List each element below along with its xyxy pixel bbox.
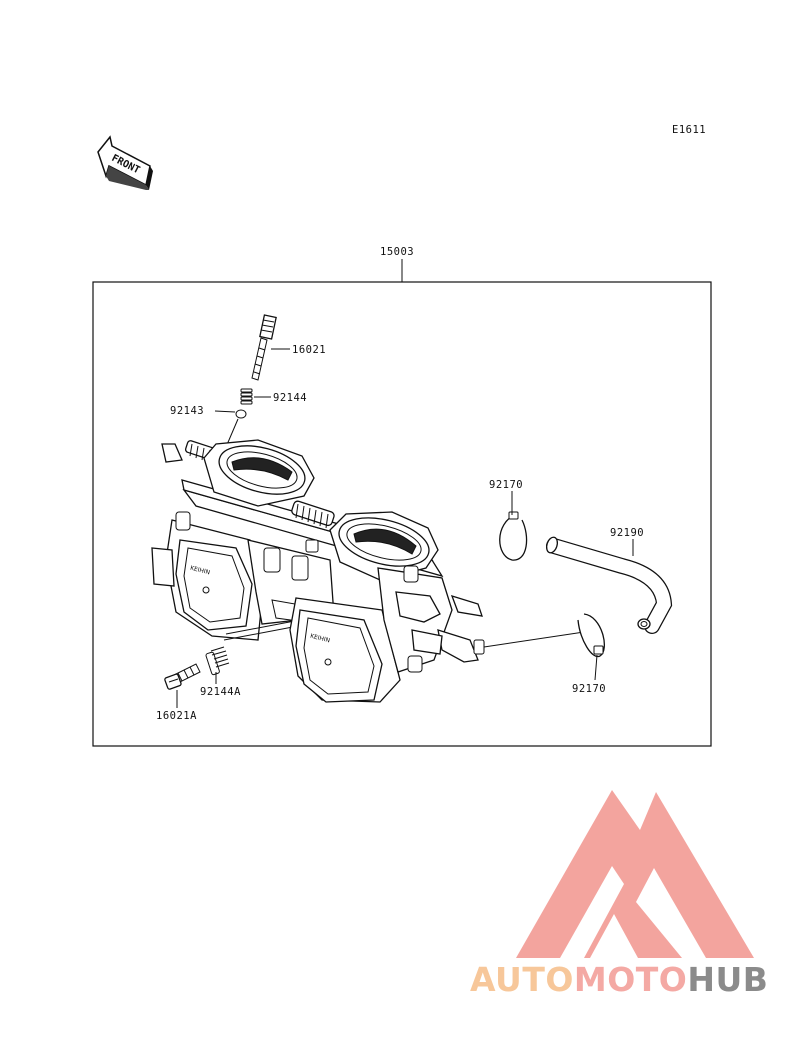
assembly-frame [92, 281, 712, 747]
assembly-label: 15003 [380, 246, 414, 258]
washer [235, 409, 247, 419]
carburetor-assembly: KEIHIN KEIHIN [151, 439, 485, 703]
part-label-92144: 92144 [273, 392, 307, 404]
automotohub-logo-icon [516, 790, 754, 958]
brand-moto: MOTO [573, 960, 688, 999]
pilot-screw-top [251, 314, 277, 381]
front-arrow-icon: FRONT [97, 135, 153, 190]
part-label-16021: 16021 [292, 344, 326, 356]
part-label-92170-lower: 92170 [572, 683, 606, 695]
hose-clip-upper [499, 511, 528, 561]
part-label-92144A: 92144A [200, 686, 241, 698]
brand-hub: HUB [687, 960, 769, 999]
part-label-92170-upper: 92170 [489, 479, 523, 491]
hose-clip-lower [577, 613, 605, 658]
part-label-16021A: 16021A [156, 710, 197, 722]
watermark-brand: AUTOMOTOHUB [470, 960, 800, 1000]
svg-text:KEIHIN: KEIHIN [189, 565, 210, 577]
fuel-hose [545, 536, 673, 634]
brand-auto: AUTO [470, 960, 574, 999]
diagram-code: E1611 [672, 124, 706, 136]
svg-text:KEIHIN: KEIHIN [309, 633, 330, 645]
part-label-92143: 92143 [170, 405, 204, 417]
spring-top [240, 388, 253, 405]
spring-lower [205, 646, 230, 676]
pilot-screw-lower [164, 663, 201, 690]
part-label-92190: 92190 [610, 527, 644, 539]
